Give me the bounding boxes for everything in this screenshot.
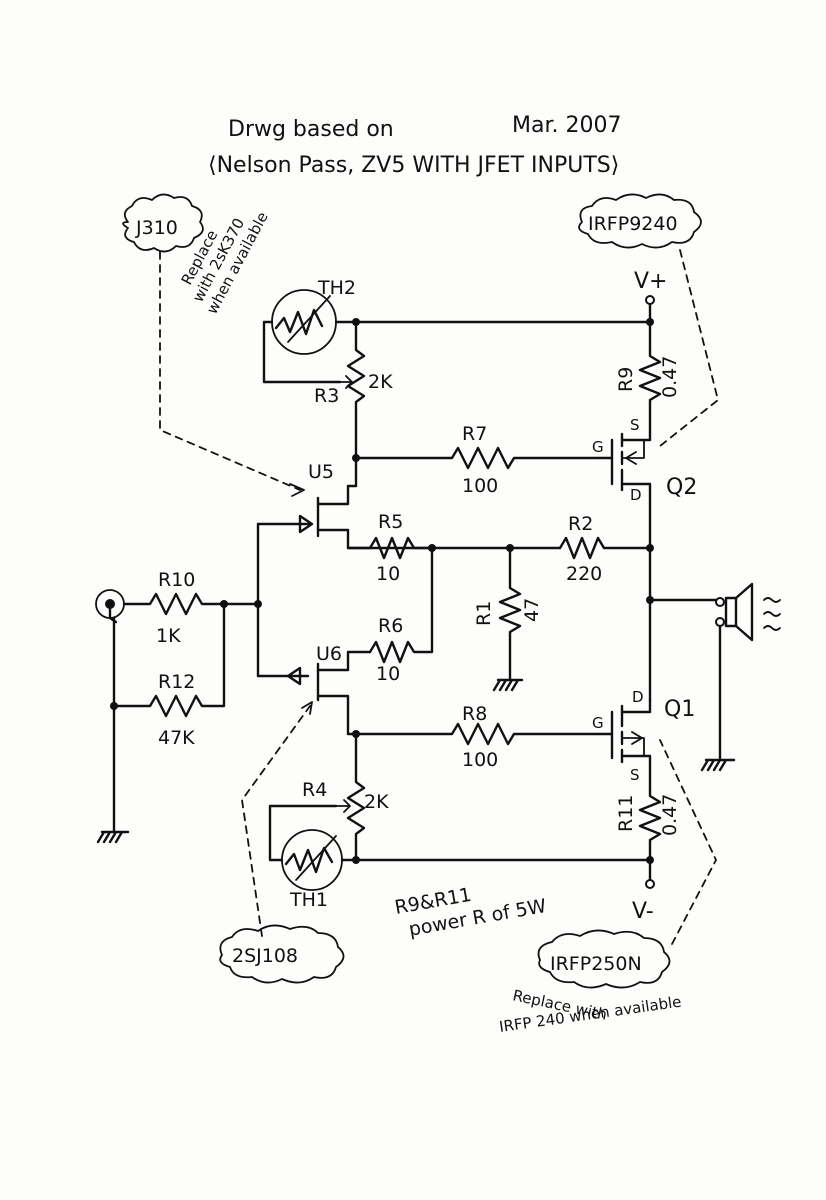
th2-label: TH2: [317, 277, 356, 299]
th2-zigzag: [274, 308, 324, 336]
callout-irfp9240: IRFP9240: [578, 193, 702, 249]
wire-th2-loop: [262, 320, 342, 384]
header-based-on: Drwg based on: [228, 117, 394, 142]
q1-mosfet: [598, 698, 652, 792]
irfp9240-label: IRFP9240: [588, 213, 678, 235]
2sj108-arrowhead: [301, 701, 313, 715]
r2-resistor: [558, 536, 652, 560]
irfp250n-pointer: [659, 739, 718, 945]
r11-label: R11: [615, 795, 637, 832]
q1-label: Q1: [664, 697, 695, 722]
header-date: Mar. 2007: [512, 113, 621, 138]
q2-label: Q2: [666, 475, 697, 500]
r5-value: 10: [376, 563, 400, 585]
r1-label: R1: [473, 601, 495, 626]
callout-2sj108: 2SJ108: [219, 924, 345, 984]
r11-resistor: [638, 788, 662, 882]
r4-pot: [346, 732, 366, 862]
r8-resistor: [354, 722, 602, 746]
j310-note: Replace with 2sK370 when available: [178, 209, 272, 317]
header-title: ⟨Nelson Pass, ZV5 WITH JFET INPUTS⟩: [208, 153, 619, 178]
th2-slash: [287, 295, 331, 343]
u6-label: U6: [316, 643, 342, 665]
r11-value: 0.47: [659, 794, 681, 836]
u5-label: U5: [308, 461, 334, 483]
r7-value: 100: [462, 475, 498, 497]
r3-pot: [346, 320, 366, 460]
j310-label: J310: [135, 217, 178, 239]
r2-value: 220: [566, 563, 602, 585]
q2-pin-g: G: [592, 438, 604, 456]
r12-label: R12: [158, 671, 195, 693]
speaker-icon: [724, 582, 781, 642]
r4-label: R4: [302, 779, 327, 801]
irfp250n-label: IRFP250N: [550, 953, 642, 975]
callout-irfp250n: IRFP250N: [537, 929, 671, 989]
r7-resistor: [354, 446, 602, 470]
r7-label: R7: [462, 423, 487, 445]
r9-resistor: [638, 348, 662, 434]
q2-mosfet: [598, 430, 652, 550]
power-note: R9&R11 power R of 5W: [393, 884, 548, 941]
r1-value: 47: [521, 598, 543, 622]
input-ground: [96, 704, 130, 844]
u5-jfet: [316, 456, 434, 550]
wire-th1-loop: [268, 804, 338, 862]
r6-resistor: [368, 546, 434, 664]
r2-label: R2: [568, 513, 593, 535]
r6-value: 10: [376, 663, 400, 685]
r10-label: R10: [158, 569, 195, 591]
vminus-label: V-: [632, 899, 654, 924]
vplus-label: V+: [634, 269, 667, 294]
r5-resistor: [346, 536, 434, 560]
callout-j310: J310: [122, 193, 204, 253]
r3-label: R3: [314, 385, 339, 407]
r12-resistor: [112, 602, 226, 718]
q1-pin-d: D: [632, 688, 644, 706]
th1-slash: [295, 835, 337, 881]
2sj108-pointer: [241, 705, 311, 937]
q1-pin-g: G: [592, 714, 604, 732]
r3-wiper: [337, 375, 353, 389]
q2-pin-d: D: [630, 486, 642, 504]
irfp9240-pointer: [659, 249, 720, 447]
r1-resistor: [498, 546, 522, 682]
r8-value: 100: [462, 749, 498, 771]
r1-ground: [492, 678, 524, 692]
th1-zigzag: [284, 846, 334, 874]
r6-label: R6: [378, 615, 403, 637]
r12-value: 47K: [158, 727, 195, 749]
j310-pointer: [159, 251, 301, 491]
j310-arrowhead: [289, 483, 305, 497]
r9-label: R9: [615, 367, 637, 392]
r4-value: 2K: [364, 791, 389, 813]
th1-label: TH1: [289, 889, 328, 911]
r5-label: R5: [378, 511, 403, 533]
vminus-terminal: [645, 879, 655, 889]
r4-wiper: [335, 799, 351, 813]
q2-pin-s: S: [630, 416, 640, 434]
r10-resistor: [122, 592, 260, 616]
r8-label: R8: [462, 703, 487, 725]
r10-value: 1K: [156, 625, 181, 647]
speaker-ground: [700, 624, 736, 772]
r9-value: 0.47: [659, 356, 681, 398]
2sj108-label: 2SJ108: [232, 945, 298, 967]
r3-value: 2K: [368, 371, 393, 393]
q1-pin-s: S: [630, 766, 640, 784]
